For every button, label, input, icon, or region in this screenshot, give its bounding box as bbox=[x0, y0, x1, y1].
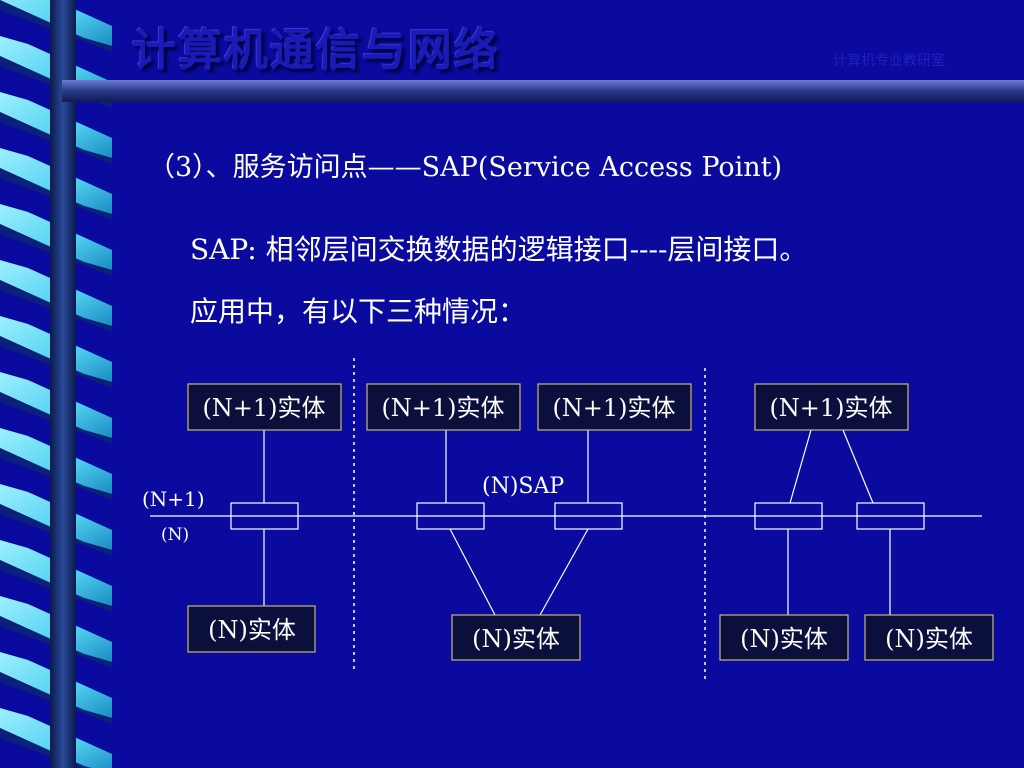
case3-lower-left-entity: (N)实体 bbox=[719, 614, 849, 661]
connector-lines bbox=[263, 429, 891, 616]
layer-lower-label: (N) bbox=[161, 525, 189, 545]
sap-box bbox=[856, 502, 925, 530]
entity-label: (N+1)实体 bbox=[552, 394, 675, 422]
sap-boxes bbox=[230, 502, 925, 530]
case3-upper-entity: (N+1)实体 bbox=[754, 383, 909, 431]
case1-lower-entity: (N)实体 bbox=[187, 605, 316, 653]
entity-label: (N)实体 bbox=[885, 625, 973, 653]
entity-label: (N)实体 bbox=[740, 625, 828, 653]
sap-label: (N)SAP bbox=[482, 474, 564, 499]
case1-upper-entity: (N+1)实体 bbox=[187, 383, 342, 431]
entity-label: (N+1)实体 bbox=[381, 394, 504, 422]
title-bar bbox=[62, 80, 1024, 102]
vertical-pole bbox=[50, 0, 76, 768]
section-heading: （3）、服务访问点——SAP(Service Access Point) bbox=[148, 152, 783, 183]
sap-box bbox=[230, 502, 299, 530]
layer-upper-label: (N+1) bbox=[142, 487, 205, 511]
entity-label: (N)实体 bbox=[208, 616, 296, 644]
cases-intro: 应用中，有以下三种情况： bbox=[190, 295, 527, 328]
case2-lower-entity: (N)实体 bbox=[451, 614, 581, 661]
case2-upper-right-entity: (N+1)实体 bbox=[537, 383, 692, 431]
entity-label: (N+1)实体 bbox=[769, 394, 892, 422]
case3-lower-right-entity: (N)实体 bbox=[864, 614, 994, 661]
entity-label: (N+1)实体 bbox=[202, 394, 325, 422]
sap-box bbox=[416, 502, 485, 530]
entity-label: (N)实体 bbox=[472, 625, 560, 653]
sap-box bbox=[554, 502, 623, 530]
sap-definition: SAP: 相邻层间交换数据的逻辑接口----层间接口。 bbox=[190, 233, 808, 266]
department-label: 计算机专业教研室 bbox=[833, 53, 945, 69]
sap-box bbox=[754, 502, 823, 530]
slide-title: 计算机通信与网络 bbox=[132, 25, 500, 76]
case2-upper-left-entity: (N+1)实体 bbox=[366, 383, 521, 431]
